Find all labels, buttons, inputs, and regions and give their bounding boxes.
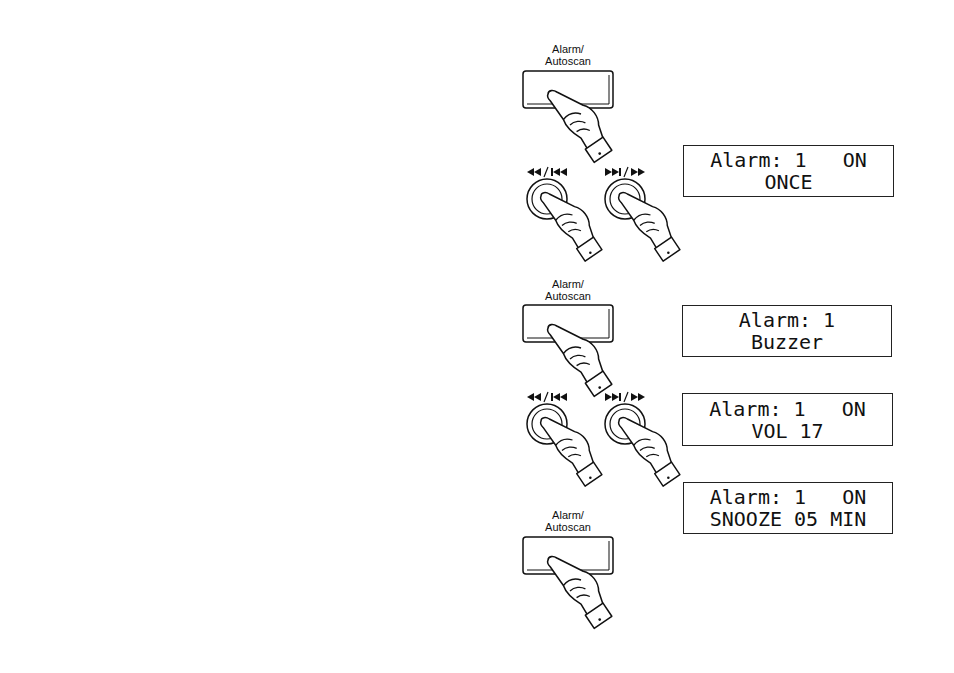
button-label: Alarm/ Autoscan [537, 509, 599, 533]
button-label: Alarm/ Autoscan [537, 43, 599, 67]
lcd-display: Alarm: 1Buzzer [682, 305, 892, 357]
lcd-display: Alarm: 1 ONVOL 17 [682, 393, 893, 446]
display-text: Alarm: 1 ON [709, 398, 866, 420]
pressing-hand [548, 325, 612, 397]
display-text: ONCE [764, 171, 812, 193]
display-text: SNOOZE 05 MIN [710, 508, 867, 530]
lcd-display: Alarm: 1 ONSNOOZE 05 MIN [683, 482, 893, 534]
pressing-hand [619, 418, 680, 487]
display-text: Buzzer [751, 331, 823, 353]
pressing-hand [548, 557, 612, 629]
pressing-hand [541, 193, 602, 262]
pressing-hand [548, 91, 612, 163]
lcd-display: Alarm: 1 ONONCE [683, 145, 894, 197]
display-text: Alarm: 1 ON [710, 486, 867, 508]
pressing-hand [619, 193, 680, 262]
button-label: Alarm/ Autoscan [537, 278, 599, 302]
display-text: Alarm: 1 [739, 309, 835, 331]
skip-back-symbol [527, 392, 567, 402]
pressing-hand [541, 418, 602, 487]
skip-back-symbol [527, 167, 567, 177]
display-text: Alarm: 1 ON [710, 149, 867, 171]
skip-forward-symbol [605, 392, 645, 402]
display-text: VOL 17 [751, 420, 823, 442]
skip-forward-symbol [605, 167, 645, 177]
